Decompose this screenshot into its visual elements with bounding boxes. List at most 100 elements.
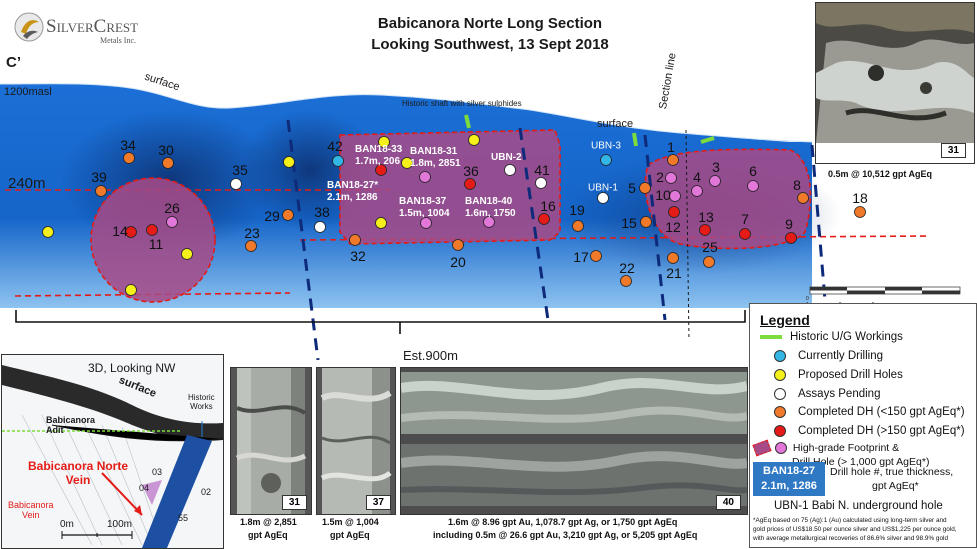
- drill-hole-unlabeled-15: [378, 136, 390, 148]
- extent-label: Est.900m: [403, 348, 458, 363]
- drill-hole-11: [146, 224, 158, 236]
- inset-3d-diagram: [2, 355, 223, 548]
- drill-hole-label-14: 14: [112, 223, 128, 239]
- photo-tag-core-31: 31: [281, 495, 307, 510]
- legend-footnote-3: with average metallurgical recoveries of…: [753, 535, 949, 542]
- drill-hole-label-35: 35: [232, 162, 248, 178]
- drill-hole-label-29: 29: [264, 208, 280, 224]
- level-label-240m: 240m: [8, 175, 46, 192]
- drill-hole-label-8: 8: [793, 177, 801, 193]
- drill-hole-25: [703, 256, 715, 268]
- drill-hole-label-25: 25: [702, 239, 718, 255]
- drill-hole-18: [854, 206, 866, 218]
- legend-item-low: Completed DH (<150 gpt AgEq*): [774, 406, 965, 418]
- surface-line: [0, 83, 813, 143]
- drill-hole-9: [785, 232, 797, 244]
- legend-title: Legend: [760, 312, 810, 328]
- legend-sample-desc-2: gpt AgEq*: [872, 480, 919, 492]
- historic-shaft-label: Historic shaft with silver sulphides: [402, 99, 522, 108]
- inset-hole-03: 03: [152, 467, 163, 477]
- drill-hole-unlabeled-9: [125, 284, 137, 296]
- drill-hole-label-13: 13: [698, 209, 714, 225]
- legend-item-footprint: High-grade Footprint &: [752, 439, 899, 457]
- logo-company-name: SilverCrest: [46, 16, 139, 37]
- legend-item-proposed: Proposed Drill Holes: [774, 369, 903, 381]
- drill-hole-unlabeled-17: [419, 171, 431, 183]
- drill-hole-label-18: 18: [852, 190, 868, 206]
- drill-hole-8: [797, 192, 809, 204]
- drill-hole-13: [699, 224, 711, 236]
- elevation-label: 1200masl: [4, 86, 52, 98]
- drill-hole-36: [464, 178, 476, 190]
- drill-hole-unlabeled-21: [504, 164, 516, 176]
- inset-hole-04: 04: [139, 483, 150, 493]
- drill-hole-label-UBN-3: UBN-3: [590, 140, 622, 152]
- drill-hole-unlabeled-8: [181, 248, 193, 260]
- logo-mark-icon: [14, 12, 44, 42]
- drill-hole-3: [709, 175, 721, 187]
- drill-hole-20: [452, 239, 464, 251]
- drill-hole-label-UBN-1: UBN-1: [587, 182, 619, 194]
- caption-core-40-line1: 1.6m @ 8.96 gpt Au, 1,078.7 gpt Ag, or 1…: [448, 517, 678, 527]
- caption-core-31-line2: gpt AgEq: [248, 530, 288, 540]
- drill-hole-5: [639, 182, 651, 194]
- legend-item-historic: Historic U/G Workings: [760, 331, 903, 343]
- drill-hole-UBN-3: [600, 154, 612, 166]
- drill-hole-label-9: 9: [785, 216, 793, 232]
- inset-scale-100: 100m: [107, 519, 133, 530]
- drill-hole-label-6: 6: [749, 163, 757, 179]
- drill-hole-10: [669, 190, 681, 202]
- caption-core-37-line2: gpt AgEq: [330, 530, 370, 540]
- drill-hole-label-5: 5: [628, 180, 636, 196]
- drill-hole-label-38: 38: [314, 204, 330, 220]
- photo-core-31: 31: [230, 367, 312, 515]
- drill-hole-4: [691, 185, 703, 197]
- drill-hole-label-32: 32: [350, 248, 366, 264]
- legend-item-pending: Assays Pending: [774, 388, 880, 400]
- drill-hole-label-1: 1: [667, 139, 675, 155]
- drill-hole-30: [162, 157, 174, 169]
- drill-hole-42: [332, 155, 344, 167]
- drill-hole-12: [668, 206, 680, 218]
- legend-item-footprint-2: Drill Hole (> 1,000 gpt AgEq*): [792, 456, 930, 468]
- drill-hole-label-26: 26: [164, 200, 180, 216]
- drill-hole-19: [572, 220, 584, 232]
- surface-label-2: surface: [597, 118, 634, 130]
- photo-tag-31: 31: [940, 143, 966, 158]
- drill-hole-label-3: 3: [712, 159, 720, 175]
- drill-hole-label-34: 34: [120, 137, 136, 153]
- drill-hole-label-21: 21: [666, 265, 682, 281]
- drill-hole-unlabeled-26: [349, 234, 361, 246]
- photo-sample-31-top: 31 0.5m @ 10,512 gpt AgEq: [815, 2, 975, 164]
- drill-hole-label-30: 30: [158, 142, 174, 158]
- drill-hole-6: [747, 180, 759, 192]
- drill-hole-7: [739, 228, 751, 240]
- legend-ubn-row: UBN-1 Babi N. underground hole: [774, 500, 943, 512]
- photo-core-40: 40: [400, 367, 748, 515]
- vein-footprint-central: [339, 129, 561, 245]
- drill-hole-41: [535, 177, 547, 189]
- inset-hole-02: 02: [201, 487, 212, 497]
- drill-hole-UBN-1: [597, 192, 609, 204]
- photo-core-37: 37: [316, 367, 396, 515]
- drill-hole-unlabeled-10: [283, 156, 295, 168]
- drill-hole-label-39: 39: [91, 169, 107, 185]
- vein-footprint-west: [90, 177, 216, 303]
- drill-hole-21: [667, 252, 679, 264]
- drill-hole-label-20: 20: [450, 254, 466, 270]
- legend-footnote-1: *AgEq based on 75 (Ag):1 (Au) calculated…: [753, 517, 947, 524]
- diagram-title-line2: Looking Southwest, 13 Sept 2018: [371, 36, 609, 53]
- drill-hole-label-4: 4: [693, 169, 701, 185]
- drill-hole-unlabeled-18: [401, 157, 413, 169]
- drill-hole-38: [314, 221, 326, 233]
- label-ban18-27: BAN18-27*2.1m, 1286: [327, 180, 379, 203]
- drill-hole-1: [667, 154, 679, 166]
- drill-hole-label-41: 41: [534, 162, 550, 178]
- inset-title: 3D, Looking NW: [88, 361, 176, 375]
